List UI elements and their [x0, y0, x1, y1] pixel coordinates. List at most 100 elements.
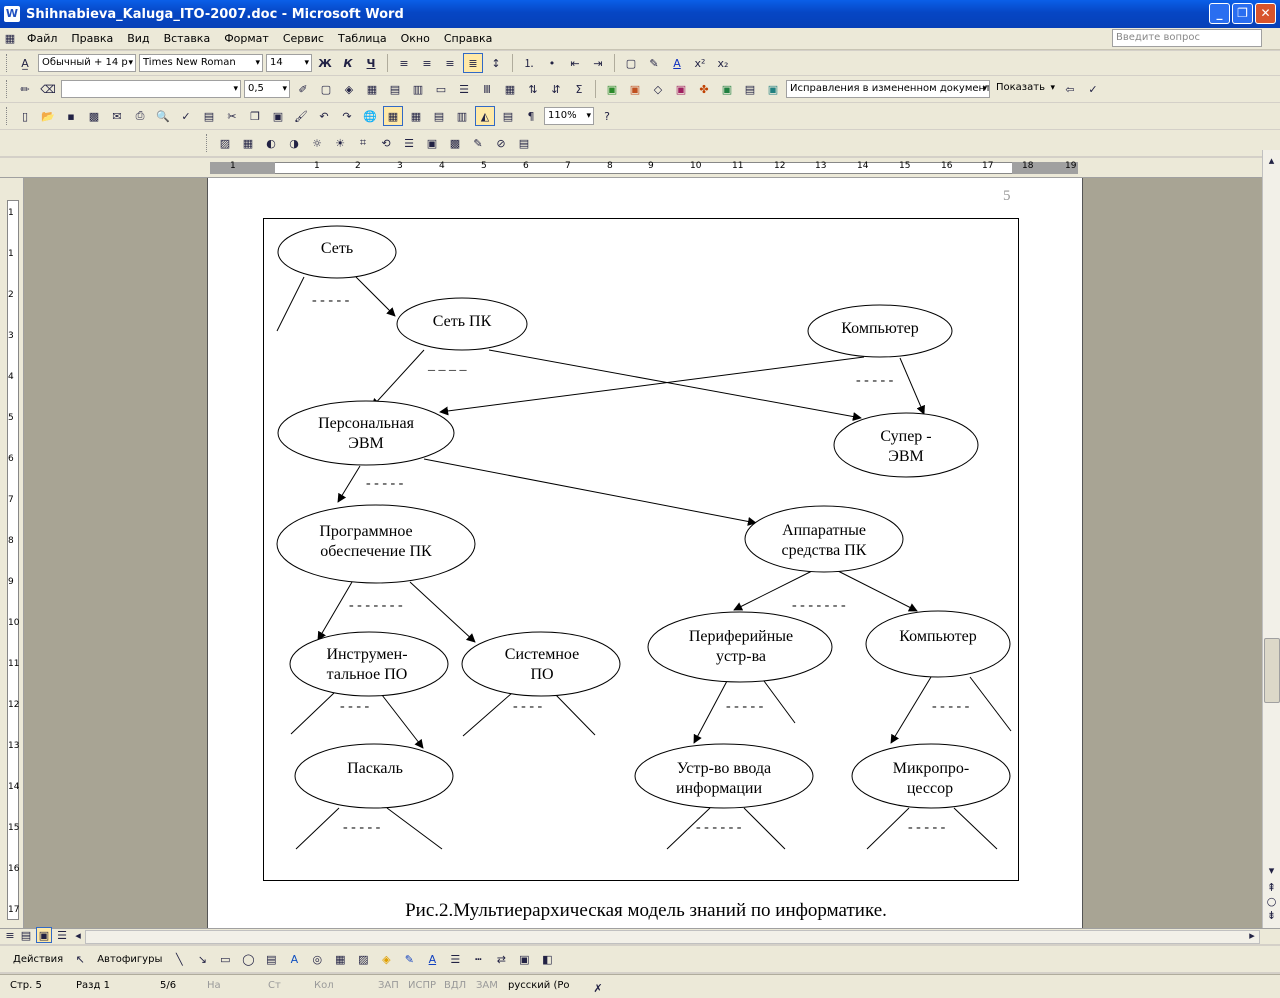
hyperlink-icon[interactable]: 🌐: [363, 109, 377, 123]
set-transparent-icon[interactable]: ⊘: [496, 136, 506, 150]
undo-icon[interactable]: ↶: [319, 109, 329, 123]
access-icon[interactable]: ▣: [675, 82, 687, 96]
text-box-icon[interactable]: ▤: [266, 952, 277, 966]
bullets-icon[interactable]: •: [548, 56, 556, 70]
node-instrumental-shape[interactable]: [289, 631, 449, 697]
normal-view-icon[interactable]: ≡: [5, 928, 15, 942]
dash-style-icon[interactable]: ┅: [475, 952, 482, 966]
diagram-icon[interactable]: ◎: [312, 952, 323, 966]
highlight-icon[interactable]: ✎: [649, 56, 659, 70]
outside-border-icon[interactable]: ▢: [320, 82, 332, 96]
decrease-indent-icon[interactable]: ⇤: [570, 56, 580, 70]
line-color-icon[interactable]: ✎: [404, 952, 414, 966]
display-for-review-select[interactable]: Исправления в измененном документ: [786, 80, 990, 98]
document-map-icon[interactable]: ▤: [502, 109, 514, 123]
superscript-icon[interactable]: x²: [694, 56, 706, 70]
toolbar-grip[interactable]: [6, 54, 9, 72]
drawing-icon[interactable]: ◭: [475, 106, 495, 126]
line-spacing-icon[interactable]: ↕: [491, 56, 501, 70]
scroll-left-icon[interactable]: ◂: [75, 928, 81, 942]
font-size-select[interactable]: 14: [266, 54, 312, 72]
menu-window[interactable]: Окно: [400, 32, 430, 45]
arrow-icon[interactable]: ↘: [197, 952, 207, 966]
node-personal-shape[interactable]: [277, 400, 455, 466]
distribute-columns-icon[interactable]: Ⅲ: [483, 82, 491, 96]
show-menu[interactable]: Показать: [993, 80, 1057, 98]
browse-object-icon[interactable]: ○: [1266, 894, 1277, 908]
email-icon[interactable]: ✉: [112, 109, 122, 123]
hat-icon[interactable]: ◇: [653, 82, 663, 96]
align-cell-icon[interactable]: ▭: [435, 82, 447, 96]
menu-format[interactable]: Формат: [224, 32, 269, 45]
line-style-icon[interactable]: ☰: [404, 136, 414, 150]
spelling-status-icon[interactable]: ✗: [593, 981, 603, 995]
node-hardware-shape[interactable]: [744, 505, 904, 573]
3d-style-icon[interactable]: ◧: [542, 952, 553, 966]
font-select[interactable]: Times New Roman: [139, 54, 263, 72]
horizontal-scrollbar[interactable]: [85, 930, 1260, 944]
print-layout-icon[interactable]: ▣: [36, 927, 52, 943]
scroll-right-icon[interactable]: ▸: [1249, 928, 1255, 942]
shadow-style-icon[interactable]: ▣: [519, 952, 530, 966]
more-brightness-icon[interactable]: ☼: [312, 136, 322, 150]
align-right-icon[interactable]: ≡: [445, 56, 455, 70]
close-button[interactable]: ✕: [1255, 3, 1276, 24]
insert-picture-icon[interactable]: ▨: [219, 136, 231, 150]
text-direction-icon[interactable]: ⇅: [528, 82, 538, 96]
insert-picture-icon[interactable]: ▨: [358, 952, 369, 966]
word-app-icon[interactable]: W: [4, 6, 20, 22]
toolbar-grip[interactable]: [6, 80, 9, 98]
document-page[interactable]: 5: [207, 178, 1083, 928]
menu-view[interactable]: Вид: [127, 32, 150, 45]
menu-edit[interactable]: Правка: [71, 32, 114, 45]
publisher-icon[interactable]: ▣: [721, 82, 733, 96]
less-brightness-icon[interactable]: ☀: [335, 136, 345, 150]
columns-icon[interactable]: ▥: [456, 109, 468, 123]
less-contrast-icon[interactable]: ◑: [289, 136, 299, 150]
increase-indent-icon[interactable]: ⇥: [593, 56, 603, 70]
draw-actions-menu[interactable]: Действия: [13, 953, 64, 965]
node-computer-bottom-shape[interactable]: [865, 610, 1011, 678]
menu-file[interactable]: Файл: [27, 32, 58, 45]
cut-icon[interactable]: ✂: [227, 109, 237, 123]
toolbar-grip[interactable]: [6, 107, 9, 125]
distribute-rows-icon[interactable]: ☰: [459, 82, 469, 96]
format-painter-icon[interactable]: 🖌: [294, 109, 308, 123]
insert-excel-icon[interactable]: ▤: [433, 109, 445, 123]
draw-table-icon[interactable]: ✏: [20, 82, 30, 96]
line-icon[interactable]: ╲: [176, 952, 183, 966]
help-icon[interactable]: ?: [604, 109, 610, 123]
align-center-icon[interactable]: ≡: [422, 56, 432, 70]
show-hide-icon[interactable]: ¶: [527, 109, 535, 123]
node-set-shape[interactable]: [277, 225, 397, 279]
line-style-icon[interactable]: ☰: [450, 952, 461, 966]
select-objects-icon[interactable]: ↖: [75, 952, 85, 966]
toolbar-grip[interactable]: [206, 134, 209, 152]
powerpoint-icon[interactable]: ▣: [629, 82, 641, 96]
node-super-shape[interactable]: [833, 412, 979, 478]
shading-color-icon[interactable]: ◈: [344, 82, 354, 96]
status-overtype[interactable]: ЗАМ: [476, 980, 498, 991]
redo-icon[interactable]: ↷: [342, 109, 352, 123]
minimize-button[interactable]: _: [1209, 3, 1230, 24]
italic-button[interactable]: К: [343, 56, 353, 70]
web-layout-icon[interactable]: ▤: [20, 928, 32, 942]
sort-icon[interactable]: ⇵: [551, 82, 561, 96]
previous-change-icon[interactable]: ⇦: [1065, 82, 1075, 96]
vertical-scrollbar[interactable]: ▴ ▾ ⇞ ○ ⇟: [1262, 150, 1280, 928]
status-language[interactable]: русский (Ро: [508, 980, 570, 991]
node-micro-shape[interactable]: [851, 743, 1011, 809]
node-pascal-shape[interactable]: [294, 743, 454, 809]
oval-icon[interactable]: ◯: [242, 952, 255, 966]
open-icon[interactable]: 📂: [41, 109, 55, 123]
fill-color-icon[interactable]: ◈: [382, 952, 391, 966]
status-track-changes[interactable]: ИСПР: [408, 980, 437, 991]
maximize-button[interactable]: ❐: [1232, 3, 1253, 24]
clip-art-icon[interactable]: ▦: [335, 952, 346, 966]
wordart-icon[interactable]: A: [290, 952, 299, 966]
next-page-icon[interactable]: ⇟: [1266, 908, 1277, 922]
color-icon[interactable]: ▦: [242, 136, 254, 150]
new-document-icon[interactable]: ▯: [21, 109, 29, 123]
menu-help[interactable]: Справка: [443, 32, 493, 45]
numbering-icon[interactable]: ⒈: [523, 57, 535, 70]
